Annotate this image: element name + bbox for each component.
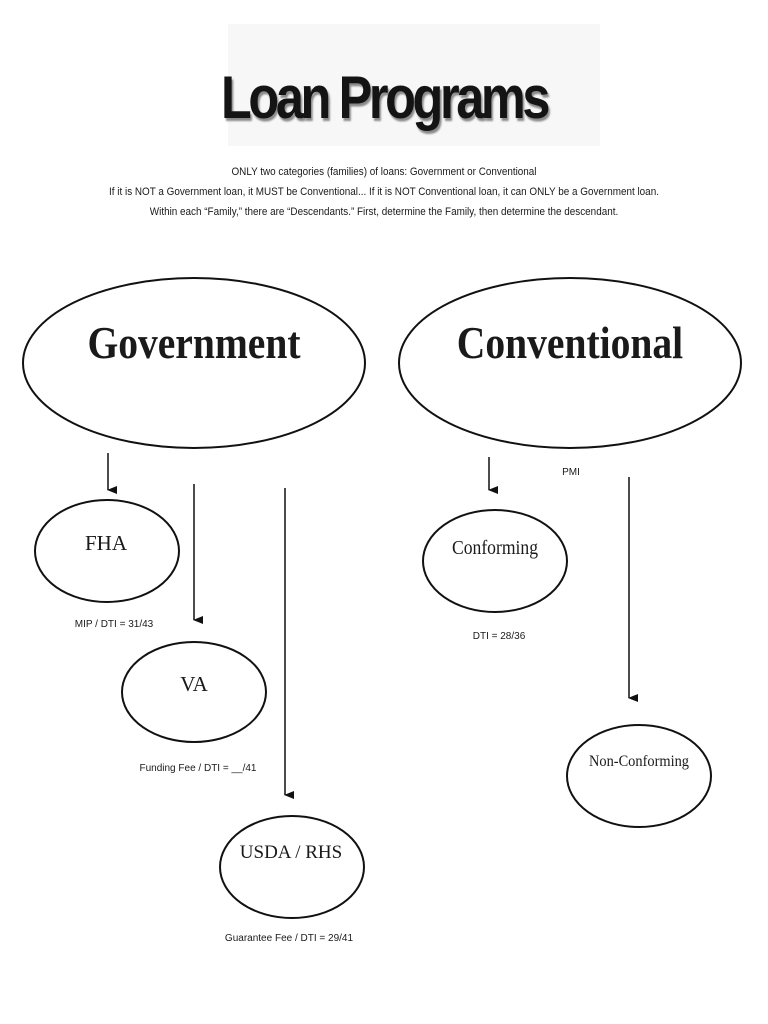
- va-label: VA: [180, 672, 208, 696]
- non-conforming-ellipse: [566, 724, 712, 828]
- intro-line: Within each “Family,” there are “Descend…: [149, 206, 619, 218]
- non-conforming-label: Non-Conforming: [589, 752, 689, 770]
- conventional-family-label: Conventional: [457, 318, 683, 368]
- conforming-label: Conforming: [452, 537, 539, 559]
- title-background: [228, 24, 600, 146]
- conventional-note: PMI: [562, 467, 580, 478]
- fha-note: MIP / DTI = 31/43: [75, 619, 154, 630]
- page-title: Loan Programs: [220, 64, 550, 131]
- usda-label: USDA / RHS: [240, 842, 342, 863]
- conforming-ellipse: [422, 509, 568, 613]
- usda-note: Guarantee Fee / DTI = 29/41: [225, 933, 354, 944]
- government-family-label: Government: [87, 318, 301, 368]
- conforming-note: DTI = 28/36: [473, 631, 526, 642]
- usda-ellipse: [219, 815, 365, 919]
- intro-line: If it is NOT a Government loan, it MUST …: [109, 186, 659, 198]
- conventional-family-ellipse: [398, 277, 742, 449]
- government-family-ellipse: [22, 277, 366, 449]
- fha-label: FHA: [85, 531, 128, 555]
- intro-line: ONLY two categories (families) of loans:…: [231, 166, 537, 178]
- intro-text: ONLY two categories (families) of loans:…: [0, 162, 768, 222]
- fha-ellipse: [34, 499, 180, 603]
- va-ellipse: [121, 641, 267, 743]
- va-note: Funding Fee / DTI = __/41: [139, 763, 256, 774]
